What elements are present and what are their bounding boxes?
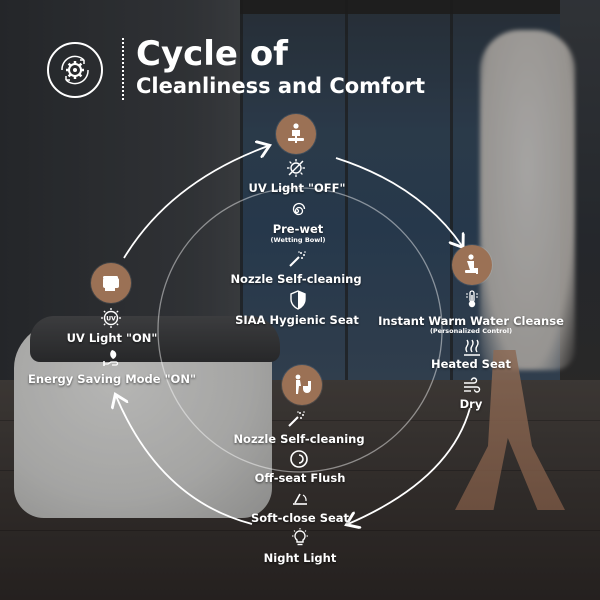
svg-text:UV: UV [106,316,116,323]
lid-close-icon [289,488,311,510]
siaa-hygienic-seat-label: SIAA Hygienic Seat [235,313,359,327]
warm-water-cleanse-label: Instant Warm Water Cleanse [378,314,564,328]
arrow-bottom-to-left [116,396,253,525]
uv-light-off-label: UV Light "OFF" [248,181,346,195]
person-sitting-icon [276,114,316,154]
off-seat-flush-label: Off-seat Flush [254,471,346,485]
person-leaving-icon [282,365,322,405]
lightbulb-icon [289,527,311,549]
wind-icon [461,375,483,397]
soft-close-seat-label: Soft-close Seat [250,511,350,525]
nozzle-spray-icon [286,248,308,270]
cycle-logo-icon [47,42,103,98]
hand-leaf-icon [101,347,123,369]
toilet-closed-icon [91,263,131,303]
toilet-lid [30,316,280,362]
swirl-water-icon [286,200,308,222]
night-light-label: Night Light [263,551,337,565]
uv-on-icon: UV [100,307,122,329]
nozzle-self-cleaning-top-label: Nozzle Self-cleaning [230,272,362,286]
title-line-2: Cleanliness and Comfort [136,74,426,98]
heat-waves-icon [461,336,483,358]
heated-seat-label: Heated Seat [430,357,512,371]
uv-off-icon [285,157,307,179]
thermometer-icon [461,288,483,310]
pre-wet-label: Pre-wet [272,222,324,236]
flush-swirl-icon [288,448,310,470]
arrow-left-to-top [123,146,268,259]
nozzle-self-cleaning-bottom-label: Nozzle Self-cleaning [233,432,365,446]
arrow-right-to-bottom [348,407,471,524]
dry-label: Dry [459,397,483,411]
arrow-top-to-right [335,157,462,246]
person-in-robe [480,30,575,370]
uv-light-on-label: UV Light "ON" [66,331,158,345]
pre-wet-sublabel: (Wetting Bowl) [270,236,326,244]
person-seated-icon [452,245,492,285]
nozzle-spray-icon [285,408,307,430]
warm-water-cleanse-sublabel: (Personalized Control) [429,327,513,335]
energy-saving-mode-label: Energy Saving Mode "ON" [28,372,196,386]
title-line-1: Cycle of [136,34,288,74]
title-divider [122,38,124,100]
shield-icon [287,289,309,311]
